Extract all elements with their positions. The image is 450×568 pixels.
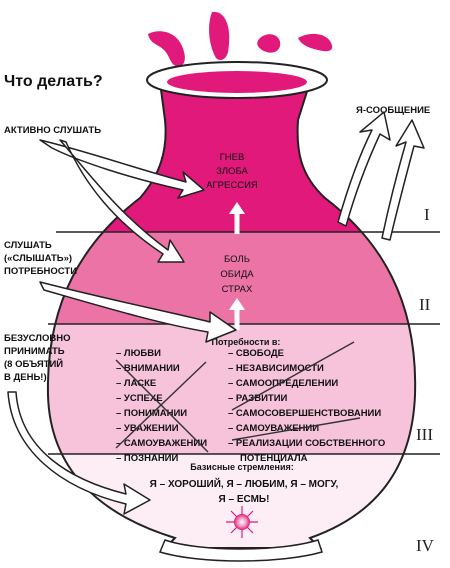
need-right-4: – РАЗВИТИИ (228, 393, 288, 404)
basic-heading: Базисные стремления: (190, 462, 294, 472)
need-right-5: – САМОСОВЕРШЕНСТВОВАНИИ (228, 408, 381, 419)
svg-text:ПОТРЕБНОСТИ: ПОТРЕБНОСТИ (4, 266, 77, 277)
jug-mouth (167, 71, 307, 93)
level-1-line-2: ЗЛОБА (216, 166, 248, 177)
pointer-arrows (7, 111, 425, 515)
jug-foot (158, 539, 323, 562)
basic-line-1: Я – ХОРОШИЙ, Я – ЛЮБИМ, Я – МОГУ, (150, 477, 339, 490)
arrow-active-listen (39, 139, 205, 199)
need-left-6: – УВАЖЕНИИ (116, 423, 179, 434)
level-1-text: ГНЕВ ЗЛОБА АГРЕССИЯ (206, 152, 258, 191)
need-left-8: – ПОЗНАНИИ (116, 453, 179, 464)
svg-text:БЕЗУСЛОВНО: БЕЗУСЛОВНО (4, 333, 70, 344)
svg-text:(8 ОБЪЯТИЙ: (8 ОБЪЯТИЙ (4, 358, 63, 370)
level-2-line-2: ОБИДА (220, 269, 254, 280)
roman-4: IV (416, 536, 435, 555)
level-1-line-1: ГНЕВ (220, 152, 245, 163)
svg-text:СЛУШАТЬ: СЛУШАТЬ (4, 240, 52, 251)
need-right-6: – САМОУВАЖЕНИИ (228, 423, 319, 434)
splash-drops (148, 11, 333, 67)
sun-icon (226, 506, 258, 538)
label-accept: БЕЗУСЛОВНО ПРИНИМАТЬ (8 ОБЪЯТИЙ В ДЕНЬ!) (4, 333, 70, 383)
arrow-i-message (337, 111, 391, 227)
need-left-3: – ЛАСКЕ (116, 378, 156, 389)
need-left-2: – ВНИМАНИИ (116, 363, 180, 374)
arrow-listen-needs (39, 281, 237, 343)
level-2-text: БОЛЬ ОБИДА СТРАХ (220, 254, 254, 295)
diagram-title: Что делать? (4, 73, 103, 90)
need-right-7: – РЕАЛИЗАЦИИ СОБСТВЕННОГО (228, 438, 385, 449)
need-right-8: ПОТЕНЦИАЛА (240, 453, 308, 464)
level-3-band (47, 324, 416, 454)
needs-right-list: – СВОБОДЕ – НЕЗАВИСИМОСТИ – САМООПРЕДЕЛЕ… (228, 348, 385, 464)
roman-2: II (419, 295, 431, 314)
basic-line-2: Я – ЕСМЬ! (219, 494, 270, 505)
need-right-1: – СВОБОДЕ (228, 348, 284, 359)
arrow-accept (7, 391, 151, 515)
need-right-2: – НЕЗАВИСИМОСТИ (228, 363, 324, 374)
need-right-3: – САМООПРЕДЕЛЕНИИ (228, 378, 338, 389)
level-dividers (48, 231, 440, 455)
label-i-message: Я-СООБЩЕНИЕ (356, 105, 430, 116)
svg-text:(«СЛЫШАТЬ»): («СЛЫШАТЬ») (4, 253, 72, 264)
roman-1: I (424, 205, 430, 224)
level-2-line-3: СТРАХ (222, 284, 253, 295)
arrow-i-message-2 (381, 119, 425, 241)
svg-text:ПРИНИМАТЬ: ПРИНИМАТЬ (4, 346, 65, 357)
level-2-line-1: БОЛЬ (224, 254, 250, 265)
need-left-1: – ЛЮБВИ (116, 348, 161, 359)
need-left-7: – САМОУВАЖЕНИИ (116, 438, 207, 449)
need-left-4: – УСПЕХЕ (116, 393, 163, 404)
level-1-line-3: АГРЕССИЯ (206, 180, 258, 191)
needs-cross-out (115, 341, 361, 453)
label-listen-needs: СЛУШАТЬ («СЛЫШАТЬ») ПОТРЕБНОСТИ (4, 240, 77, 277)
needs-heading: Потребности в: (212, 337, 281, 347)
up-arrows (229, 202, 245, 330)
label-active-listen: АКТИВНО СЛУШАТЬ (4, 125, 101, 136)
arrow-active-listen-2 (59, 139, 185, 263)
svg-text:В ДЕНЬ!): В ДЕНЬ!) (4, 372, 47, 383)
roman-3: III (416, 425, 433, 444)
